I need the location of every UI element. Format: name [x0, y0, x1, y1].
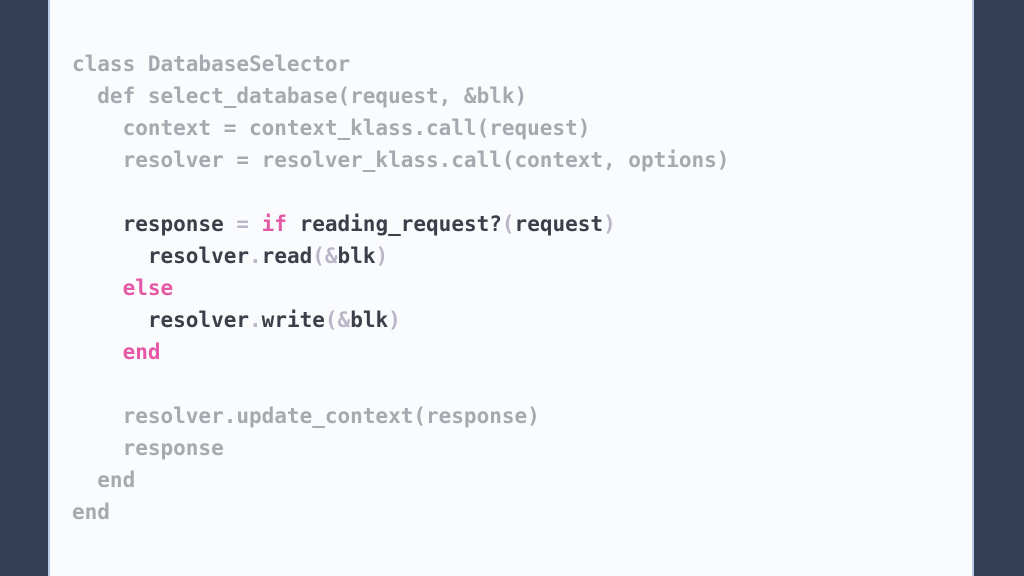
- code-token: (&: [324, 308, 351, 332]
- code-token: reading_request?: [286, 212, 502, 236]
- code-token: if: [261, 212, 287, 236]
- code-token: ): [603, 212, 616, 236]
- code-token: end: [72, 340, 161, 364]
- code-line: [72, 176, 729, 208]
- code-token: context = context_klass.call(request): [72, 116, 591, 140]
- code-token: blk: [337, 244, 376, 268]
- code-token: read: [261, 244, 313, 268]
- code-slide-panel: class DatabaseSelector def select_databa…: [48, 0, 974, 576]
- code-line: response: [72, 432, 729, 464]
- code-token: ): [375, 244, 389, 268]
- code-line: else: [72, 272, 729, 304]
- code-token: =: [223, 212, 262, 236]
- code-line: [72, 368, 729, 400]
- code-line: resolver = resolver_klass.call(context, …: [72, 144, 730, 176]
- code-token: request: [514, 212, 604, 236]
- code-line: resolver.read(&blk): [72, 240, 729, 272]
- code-token: ): [388, 308, 401, 332]
- code-token: end: [72, 468, 136, 492]
- code-token: response: [72, 436, 224, 460]
- code-line: end: [72, 496, 729, 528]
- code-token: class DatabaseSelector: [72, 52, 351, 76]
- code-token: (&: [312, 244, 338, 268]
- code-line: class DatabaseSelector: [72, 48, 729, 80]
- code-token: end: [72, 500, 110, 524]
- code-token: resolver: [72, 244, 250, 268]
- code-line: end: [72, 464, 729, 496]
- code-line: resolver.update_context(response): [72, 400, 729, 432]
- code-block: class DatabaseSelector def select_databa…: [72, 48, 729, 528]
- code-token: blk: [350, 308, 389, 332]
- code-token: else: [72, 276, 174, 300]
- code-token: response: [72, 212, 224, 236]
- code-line: resolver.write(&blk): [72, 304, 729, 336]
- code-line: end: [72, 336, 729, 368]
- code-token: resolver = resolver_klass.call(context, …: [72, 148, 730, 172]
- code-line: response = if reading_request?(request): [72, 208, 729, 240]
- code-token: (: [501, 212, 515, 236]
- code-token: resolver: [72, 308, 250, 332]
- code-line: def select_database(request, &blk): [72, 80, 729, 112]
- code-token: .: [249, 308, 262, 332]
- code-token: resolver.update_context(response): [72, 404, 540, 428]
- code-token: .: [249, 244, 262, 268]
- code-line: context = context_klass.call(request): [72, 112, 729, 144]
- code-token: def select_database(request, &blk): [72, 84, 528, 108]
- code-token: write: [261, 308, 325, 332]
